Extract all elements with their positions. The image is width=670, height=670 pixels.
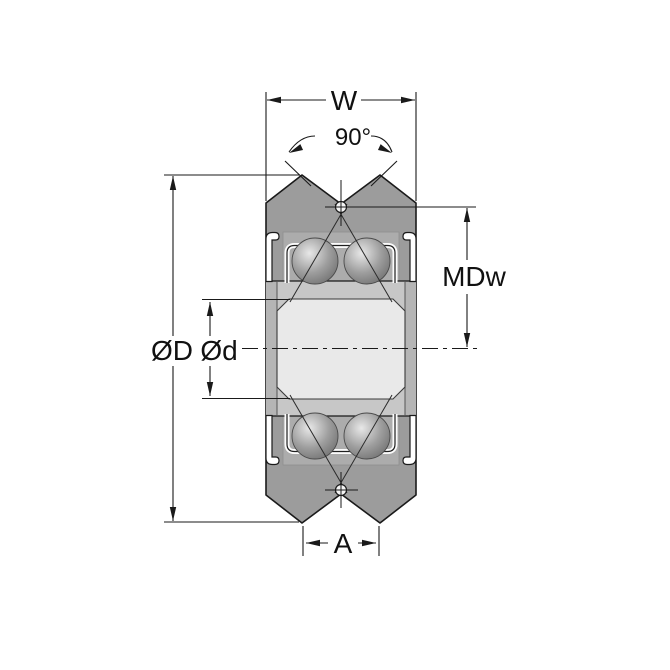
- bore-diameter-label: Ød: [200, 335, 237, 366]
- seal-bottom-left: [265, 414, 280, 466]
- seals: [265, 231, 417, 466]
- arrowhead: [169, 507, 177, 521]
- seal-top-left: [265, 231, 280, 283]
- dimension-W: W: [265, 85, 417, 201]
- groove-angle-label: 90°: [335, 124, 371, 151]
- arrowhead: [377, 144, 392, 153]
- flank-extension-left: [284, 160, 312, 187]
- ball-bottom-right: [343, 412, 391, 460]
- angle-arc-right: [370, 135, 393, 153]
- dimension-middle-diameter: MDw: [325, 206, 507, 347]
- arrowhead: [206, 302, 214, 316]
- middle-diameter-label: MDw: [442, 261, 507, 292]
- arrowhead: [306, 539, 320, 547]
- dimension-tip-width: A: [302, 526, 380, 559]
- dimension-outer-diameter: ØD: [151, 174, 300, 523]
- contact-angle-lines: [289, 203, 393, 494]
- flank-extension-right: [370, 160, 398, 187]
- ball-cage-bottom: [284, 414, 398, 454]
- inner-ring-face-right: [405, 281, 416, 416]
- seal-top-right: [402, 231, 417, 283]
- ball-top-right: [343, 237, 391, 285]
- ball-top-left: [291, 237, 339, 285]
- width-label: W: [331, 85, 358, 116]
- arrowhead: [463, 208, 471, 222]
- arrowhead: [362, 539, 376, 547]
- dimension-bore-diameter: Ød: [200, 298, 290, 400]
- ball-bottom-left: [291, 412, 339, 460]
- ball-cage-top: [284, 243, 398, 283]
- inner-ring-face-left: [266, 281, 277, 416]
- arrowhead: [169, 176, 177, 190]
- angle-arc-left: [288, 135, 316, 153]
- seal-bottom-right: [402, 414, 417, 466]
- arrowhead: [267, 96, 281, 104]
- arrowhead: [463, 333, 471, 347]
- arrowhead: [289, 144, 304, 153]
- arrowhead: [401, 96, 415, 104]
- arrowhead: [206, 382, 214, 396]
- outer-diameter-label: ØD: [151, 335, 193, 366]
- groove-crosshairs: [325, 180, 358, 508]
- tip-width-label: A: [334, 528, 353, 559]
- dimension-groove-angle: 90°: [284, 124, 398, 187]
